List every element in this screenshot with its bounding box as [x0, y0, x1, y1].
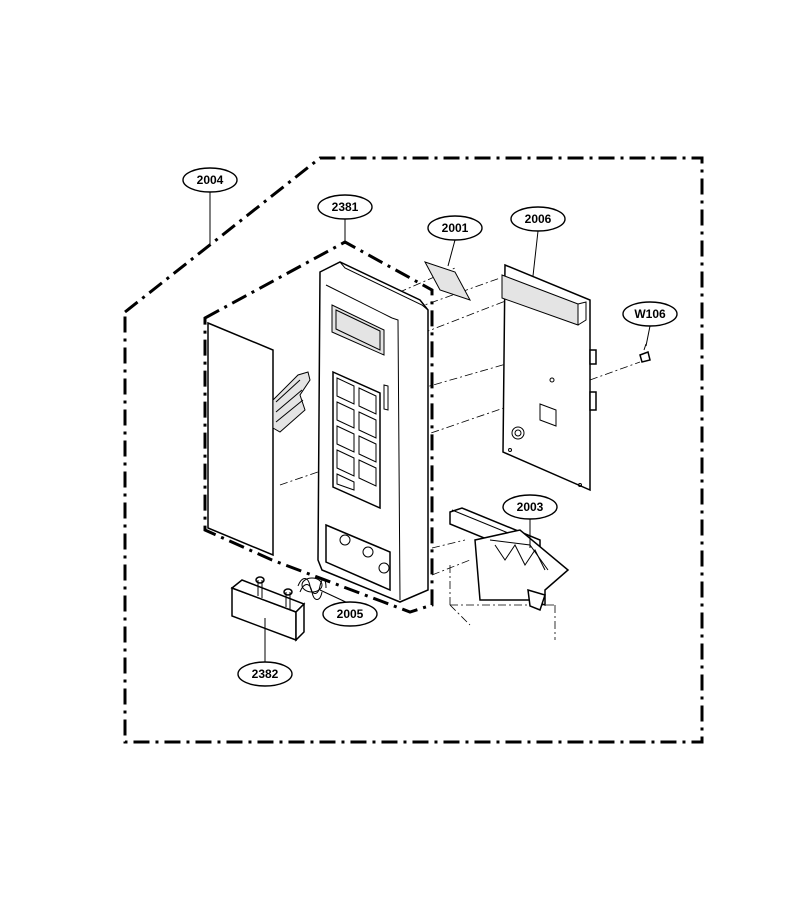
control-panel-frame — [317, 261, 429, 603]
callout-2006: 2006 — [510, 206, 566, 232]
callout-label-2001: 2001 — [442, 221, 469, 235]
callout-label-2006: 2006 — [525, 212, 552, 226]
pcb-connector-top — [589, 349, 597, 365]
callout-label-2381: 2381 — [332, 200, 359, 214]
assembly-boundary-2004 — [123, 156, 704, 744]
screw-w106 — [639, 343, 651, 363]
control-pcb — [501, 263, 597, 492]
callout-label-2005: 2005 — [337, 607, 364, 621]
callout-label-2382: 2382 — [252, 667, 279, 681]
callout-2381: 2381 — [317, 194, 373, 220]
spring — [297, 577, 327, 600]
display-window-film — [423, 261, 472, 301]
keypad-grid — [332, 370, 381, 510]
callout-label-w106: W106 — [634, 307, 666, 321]
callout-2382: 2382 — [237, 661, 293, 687]
callout-w106: W106 — [622, 301, 678, 327]
callout-2003: 2003 — [502, 494, 558, 520]
callout-2001: 2001 — [427, 215, 483, 241]
pcb-connector-bottom — [589, 391, 597, 411]
door-open-push-button — [230, 576, 306, 642]
callout-2004: 2004 — [182, 167, 238, 193]
membrane-switch-sheet — [207, 321, 311, 557]
callout-label-2004: 2004 — [197, 173, 224, 187]
callout-leaders — [209, 192, 651, 662]
callout-label-2003: 2003 — [517, 500, 544, 514]
door-latch-lever — [449, 507, 570, 611]
callout-2005: 2005 — [322, 601, 378, 627]
